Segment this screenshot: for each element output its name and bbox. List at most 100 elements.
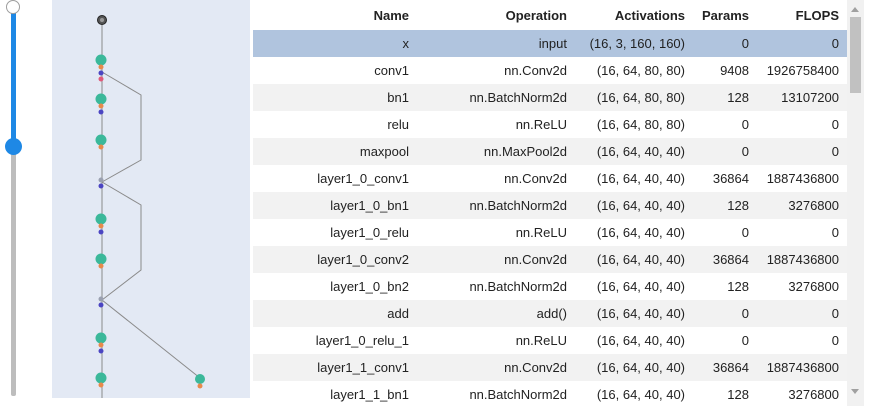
cell-flops: 0 bbox=[757, 30, 847, 57]
cell-flops: 0 bbox=[757, 300, 847, 327]
header-name[interactable]: Name bbox=[253, 0, 417, 30]
cell-operation: add() bbox=[417, 300, 575, 327]
cell-params: 0 bbox=[693, 30, 757, 57]
cell-params: 128 bbox=[693, 381, 757, 406]
cell-name: relu bbox=[253, 111, 417, 138]
cell-params: 128 bbox=[693, 192, 757, 219]
header-activations[interactable]: Activations bbox=[575, 0, 693, 30]
cell-flops: 0 bbox=[757, 219, 847, 246]
cell-activations: (16, 64, 40, 40) bbox=[575, 354, 693, 381]
cell-flops: 3276800 bbox=[757, 381, 847, 406]
model-graph-svg bbox=[95, 15, 205, 398]
table-scrollbar[interactable] bbox=[847, 0, 864, 406]
graph-node-small bbox=[98, 70, 104, 76]
graph-node-small bbox=[98, 348, 104, 354]
header-operation[interactable]: Operation bbox=[417, 0, 575, 30]
cell-activations: (16, 64, 40, 40) bbox=[575, 219, 693, 246]
cell-params: 0 bbox=[693, 327, 757, 354]
graph-node-small bbox=[98, 229, 104, 235]
cell-name: layer1_1_bn1 bbox=[253, 381, 417, 406]
cell-activations: (16, 64, 80, 80) bbox=[575, 57, 693, 84]
cell-flops: 0 bbox=[757, 138, 847, 165]
graph-node-bn bbox=[98, 64, 104, 70]
cell-operation: nn.ReLU bbox=[417, 111, 575, 138]
model-graph-panel[interactable] bbox=[52, 0, 250, 398]
layer-range-slider[interactable] bbox=[0, 0, 30, 406]
cell-flops: 13107200 bbox=[757, 84, 847, 111]
graph-node-relu bbox=[98, 76, 104, 82]
scroll-down-icon[interactable] bbox=[851, 389, 859, 394]
graph-node-bn bbox=[98, 223, 104, 229]
graph-node-conv bbox=[95, 332, 107, 344]
graph-node-conv bbox=[95, 93, 107, 105]
cell-flops: 0 bbox=[757, 111, 847, 138]
cell-name: layer1_1_conv1 bbox=[253, 354, 417, 381]
cell-name: layer1_0_conv1 bbox=[253, 165, 417, 192]
cell-activations: (16, 64, 40, 40) bbox=[575, 327, 693, 354]
graph-node-add bbox=[98, 296, 104, 302]
header-params[interactable]: Params bbox=[693, 0, 757, 30]
slider-top-handle[interactable] bbox=[6, 0, 20, 14]
cell-params: 36864 bbox=[693, 246, 757, 273]
cell-operation: nn.BatchNorm2d bbox=[417, 84, 575, 111]
cell-activations: (16, 64, 80, 80) bbox=[575, 84, 693, 111]
cell-name: conv1 bbox=[253, 57, 417, 84]
scroll-up-icon[interactable] bbox=[851, 7, 859, 12]
cell-operation: nn.Conv2d bbox=[417, 57, 575, 84]
graph-node-small bbox=[98, 109, 104, 115]
cell-operation: nn.MaxPool2d bbox=[417, 138, 575, 165]
cell-params: 0 bbox=[693, 111, 757, 138]
cell-params: 128 bbox=[693, 273, 757, 300]
cell-activations: (16, 64, 40, 40) bbox=[575, 273, 693, 300]
scrollbar-thumb[interactable] bbox=[850, 17, 861, 93]
cell-name: layer1_0_conv2 bbox=[253, 246, 417, 273]
cell-operation: nn.Conv2d bbox=[417, 165, 575, 192]
cell-flops: 3276800 bbox=[757, 192, 847, 219]
layer-table: Name Operation Activations Params FLOPS … bbox=[253, 0, 847, 406]
graph-node-conv bbox=[95, 372, 107, 384]
cell-activations: (16, 64, 40, 40) bbox=[575, 192, 693, 219]
cell-name: maxpool bbox=[253, 138, 417, 165]
cell-params: 36864 bbox=[693, 165, 757, 192]
graph-node-conv bbox=[95, 134, 107, 146]
cell-flops: 1887436800 bbox=[757, 165, 847, 192]
graph-node-conv bbox=[195, 374, 205, 384]
cell-name: x bbox=[253, 30, 417, 57]
graph-node-bn bbox=[98, 342, 104, 348]
cell-activations: (16, 64, 40, 40) bbox=[575, 246, 693, 273]
cell-operation: nn.ReLU bbox=[417, 219, 575, 246]
cell-operation: nn.Conv2d bbox=[417, 354, 575, 381]
cell-operation: nn.BatchNorm2d bbox=[417, 381, 575, 406]
cell-name: layer1_0_relu bbox=[253, 219, 417, 246]
header-flops[interactable]: FLOPS bbox=[757, 0, 847, 30]
graph-node-bn bbox=[98, 263, 104, 269]
cell-params: 0 bbox=[693, 219, 757, 246]
graph-edge-skip bbox=[101, 299, 201, 379]
graph-edge-skip bbox=[101, 181, 142, 301]
cell-params: 9408 bbox=[693, 57, 757, 84]
graph-node-add bbox=[98, 177, 104, 183]
graph-node-conv bbox=[95, 253, 107, 265]
slider-track-active bbox=[11, 7, 16, 147]
cell-name: layer1_0_bn2 bbox=[253, 273, 417, 300]
graph-node-conv bbox=[95, 54, 107, 66]
slider-track-inactive bbox=[11, 147, 16, 396]
layer-table-container[interactable]: Name Operation Activations Params FLOPS … bbox=[253, 0, 847, 406]
slider-handle[interactable] bbox=[5, 138, 22, 155]
cell-params: 0 bbox=[693, 138, 757, 165]
cell-activations: (16, 64, 40, 40) bbox=[575, 381, 693, 406]
